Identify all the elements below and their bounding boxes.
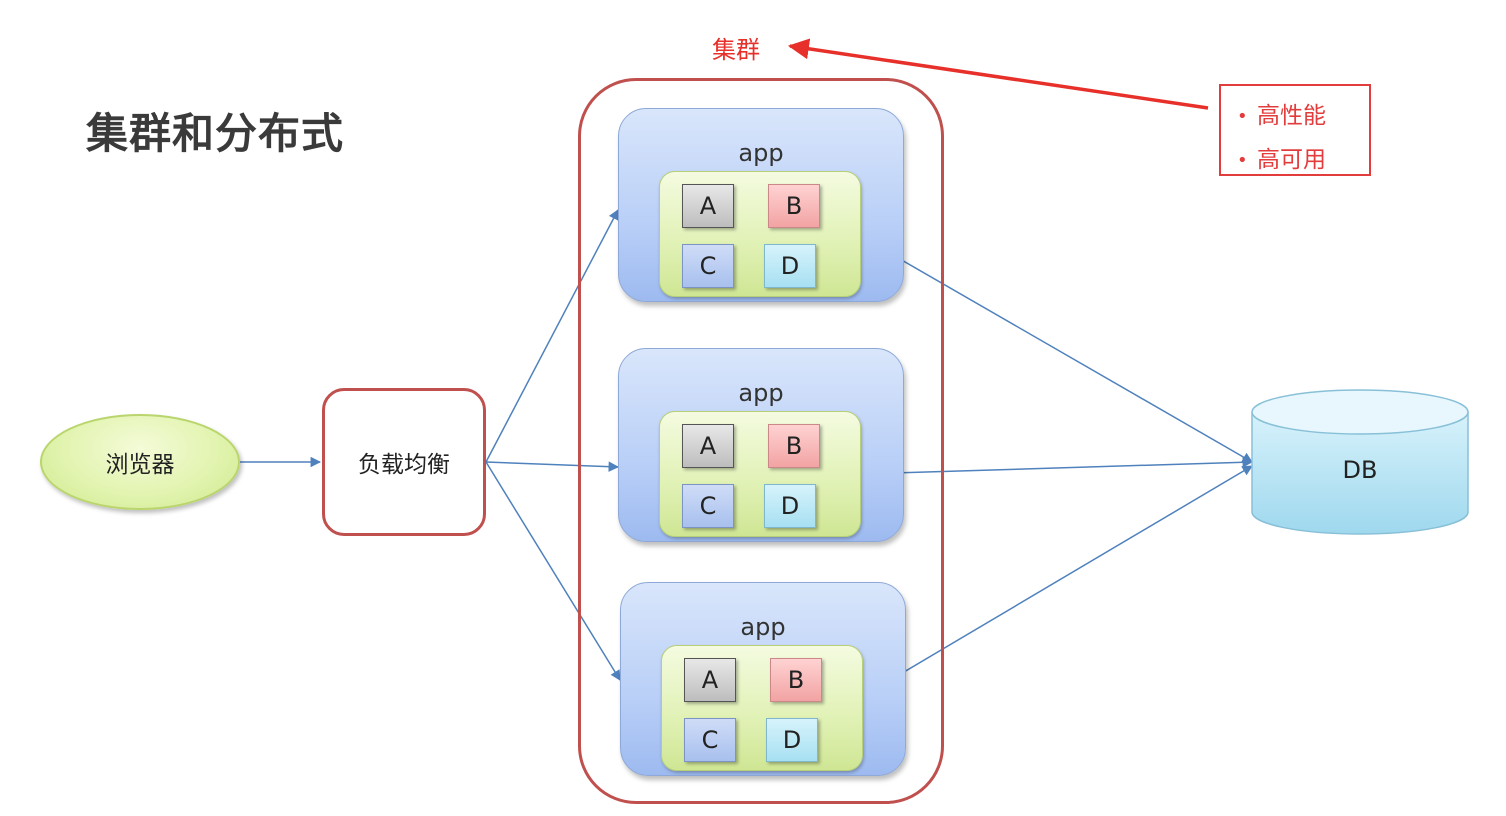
db-cylinder <box>1251 389 1469 535</box>
arrow-lb-to-app3 <box>485 461 621 681</box>
app-node-3: app A B C D <box>620 582 906 776</box>
module-a: A <box>682 424 734 468</box>
app-node-2: app A B C D <box>618 348 904 542</box>
module-b: B <box>768 184 820 228</box>
load-balancer-node: 负载均衡 <box>322 388 486 536</box>
arrow-app1-to-db <box>859 235 1253 463</box>
module-c: C <box>682 484 734 528</box>
feature-item: • 高可用 <box>1237 140 1326 174</box>
module-a: A <box>682 184 734 228</box>
app-node-1: app A B C D <box>618 108 904 302</box>
module-c: C <box>682 244 734 288</box>
module-group: A B C D <box>659 171 861 297</box>
feature-label: 高可用 <box>1257 147 1326 173</box>
annotation-arrow <box>787 38 1209 110</box>
cluster-group <box>578 78 944 804</box>
feature-item: • 高性能 <box>1237 96 1326 130</box>
module-b: B <box>770 658 822 702</box>
browser-label: 浏览器 <box>105 452 175 478</box>
module-d: D <box>764 244 816 288</box>
module-d: D <box>766 718 818 762</box>
load-balancer-label: 负载均衡 <box>358 452 450 478</box>
module-a: A <box>684 658 736 702</box>
arrow-lb-to-app2 <box>485 461 620 472</box>
arrow-app3-to-db <box>859 465 1253 699</box>
bullet-icon: • <box>1237 106 1248 127</box>
app-label: app <box>740 613 786 641</box>
browser-node: 浏览器 <box>40 414 240 510</box>
module-d: D <box>764 484 816 528</box>
app-label: app <box>738 139 784 167</box>
app-label: app <box>738 379 784 407</box>
db-label: DB <box>1342 456 1378 484</box>
bullet-icon: • <box>1237 150 1248 171</box>
arrow-app2-to-db <box>859 457 1254 475</box>
cluster-label: 集群 <box>712 36 760 64</box>
arrow-lb-to-app1 <box>485 209 619 463</box>
page-title: 集群和分布式 <box>86 109 345 158</box>
module-group: A B C D <box>659 411 861 537</box>
module-group: A B C D <box>661 645 863 771</box>
feature-label: 高性能 <box>1257 103 1326 129</box>
features-box: • 高性能 • 高可用 <box>1219 84 1371 176</box>
module-c: C <box>684 718 736 762</box>
module-b: B <box>768 424 820 468</box>
